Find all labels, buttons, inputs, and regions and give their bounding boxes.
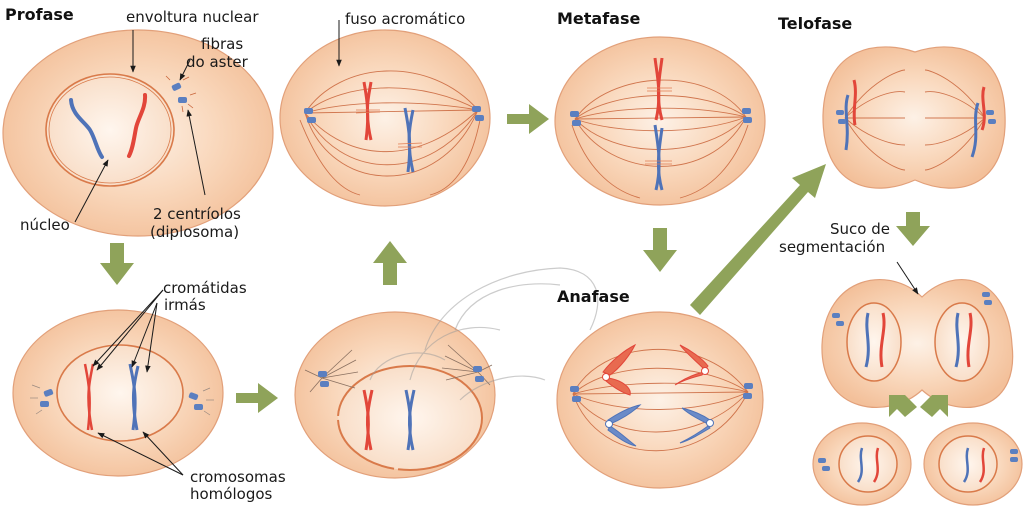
chromosome-blue — [653, 124, 664, 191]
cell-telofase — [822, 46, 1006, 189]
label-centriolos-2: (diplosoma) — [150, 223, 240, 241]
chromosome-blue — [970, 102, 980, 158]
chromosome-blue — [69, 98, 104, 159]
label-fibras-aster-1: fibras — [201, 35, 244, 53]
cell-profase-late — [12, 309, 224, 477]
chromosome-red — [83, 363, 95, 431]
chromatid-blue-right — [679, 407, 711, 444]
spindle-fibers — [299, 70, 481, 196]
stage-title-telofase: Telofase — [778, 14, 853, 33]
cell-spindle — [279, 29, 491, 207]
chromosome-red — [980, 86, 986, 131]
cell-metafase — [554, 36, 766, 206]
label-fuso-acromatico: fuso acromático — [345, 10, 466, 28]
chromatid-red-left — [602, 343, 637, 396]
chromatid-red-right — [674, 344, 709, 386]
pointer-lines — [74, 20, 919, 476]
cell-cytokinesis — [821, 279, 1014, 408]
daughter-cell-right — [923, 422, 1023, 506]
label-cromatidas-1: cromátidas — [163, 279, 247, 297]
centriole-pair — [171, 82, 187, 103]
chromosome-red — [653, 57, 664, 121]
label-cromosomas-1: cromosomas — [190, 468, 286, 486]
label-envoltura-nuclear: envoltura nuclear — [126, 8, 259, 26]
arrow-down-2 — [643, 228, 677, 272]
label-nucleo: núcleo — [20, 216, 70, 234]
label-suco-2: segmentación — [779, 238, 886, 256]
stage-title-profase: Profase — [5, 5, 74, 24]
stage-title-anafase: Anafase — [557, 287, 630, 306]
chromosome-red — [362, 389, 374, 451]
label-suco-1: Suco de — [830, 220, 890, 238]
chromosome-blue — [403, 107, 415, 173]
chromosome-red — [362, 81, 373, 141]
arrow-diagonal — [690, 164, 826, 315]
cell-profase-early — [2, 29, 274, 237]
nuclear-envelope — [45, 73, 175, 187]
label-fibras-aster-2: do aster — [186, 53, 248, 71]
daughter-cell-left — [812, 422, 912, 506]
chromosome-blue — [128, 363, 140, 431]
arrow-right-1 — [236, 383, 278, 413]
arrow-right-2 — [507, 104, 549, 134]
label-cromosomas-2: homólogos — [190, 485, 273, 503]
cell-anafase — [556, 311, 764, 489]
arrow-up-1 — [373, 241, 407, 285]
chromosome-red — [852, 79, 857, 126]
stage-title-metafase: Metafase — [557, 9, 641, 28]
cell-prometafase — [294, 311, 496, 479]
chromosome-blue — [404, 389, 416, 451]
chromosome-red — [127, 93, 148, 158]
arrow-split-right — [920, 395, 948, 417]
arrow-split-left — [889, 395, 917, 417]
arrow-down-1 — [100, 243, 134, 285]
label-centriolos-1: 2 centríolos — [153, 205, 241, 223]
label-cromatidas-2: irmás — [164, 296, 206, 314]
chromatid-blue-left — [607, 404, 642, 447]
arrow-down-3 — [896, 212, 930, 246]
chromosome-blue — [844, 94, 850, 151]
flow-arrows — [100, 104, 948, 417]
